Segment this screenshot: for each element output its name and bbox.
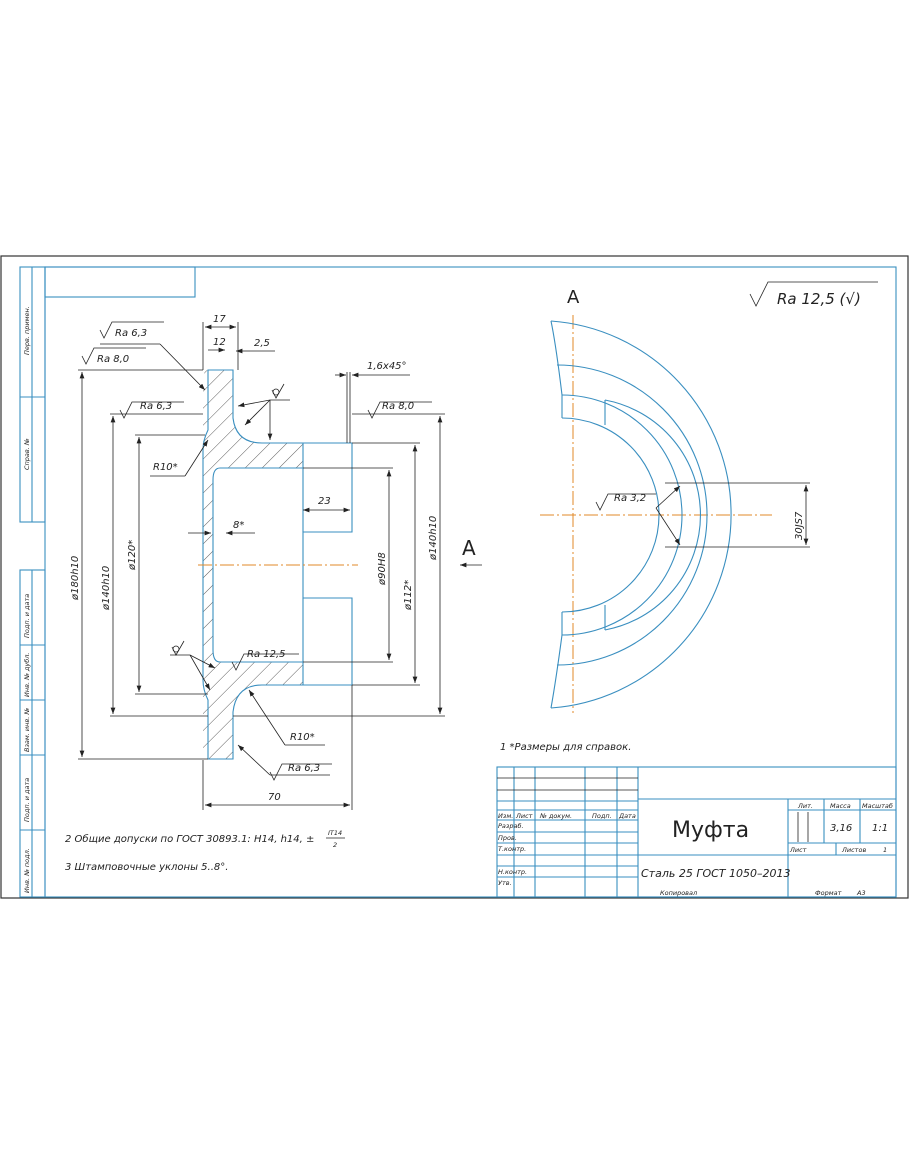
stamp-label: Справ. № (23, 438, 31, 470)
mass-value: 3,16 (830, 823, 852, 834)
stamp-label: Инв. № подл. (23, 848, 31, 893)
roughness-symbols: Ra 6,3 Ra 8,0 Ra 6,3 Ra 8,0 Ra 12,5 Ra 6… (81, 281, 878, 781)
view-arrow-label: A (462, 536, 476, 560)
scale-label: Масштаб (862, 802, 893, 810)
dim-r10: R10* (290, 732, 315, 743)
note-3: 3 Штамповочные уклоны 5..8°. (65, 862, 228, 873)
view-title: A (567, 287, 580, 308)
dim-chamfer: 1,6x45° (367, 361, 407, 372)
part-name: Муфта (672, 818, 749, 843)
dim-phi90: ø90H8 (377, 552, 388, 586)
roughness-label: Ra 6,3 (288, 763, 320, 774)
section-view (198, 369, 358, 760)
role-label: Разраб. (498, 822, 524, 830)
sheets-value: 1 (883, 846, 887, 854)
material: Сталь 25 ГОСТ 1050–2013 (641, 867, 791, 880)
note-1: 1 *Размеры для справок. (500, 742, 631, 753)
notes: 1 *Размеры для справок. 2 Общие допуски … (65, 742, 631, 873)
mass-label: Масса (830, 802, 851, 810)
sheet-label: Лист (789, 846, 807, 854)
header-cell: № докум. (539, 812, 572, 820)
side-stamp: Перв. примен. Справ. № Подп. и дата Инв.… (19, 266, 46, 898)
dimension-lines (78, 322, 482, 810)
header-cell: Подп. (592, 812, 612, 820)
dim-8: 8* (233, 520, 244, 531)
stamp-label: Подп. и дата (23, 778, 31, 822)
roughness-label: Ra 8,0 (382, 401, 414, 412)
fraction-numerator: IT14 (328, 829, 342, 837)
roughness-label: Ra 3,2 (614, 493, 646, 504)
view-a: A 30JS7 (540, 287, 810, 713)
dim-phi140: ø140h10 (101, 566, 112, 611)
dim-23: 23 (318, 496, 331, 507)
header-cell: Дата (618, 812, 636, 820)
format-value: А3 (856, 889, 866, 897)
dim-17: 17 (213, 314, 226, 325)
dim-r10: R10* (153, 462, 178, 473)
top-left-box (44, 266, 196, 298)
lit-label: Лит. (797, 802, 813, 810)
dim-slot: 30JS7 (794, 511, 805, 540)
role-label: Пров. (498, 834, 517, 842)
roughness-label: Ra 6,3 (140, 401, 172, 412)
note-2: 2 Общие допуски по ГОСТ 30893.1: H14, h1… (65, 833, 314, 845)
format-label: Формат (815, 889, 842, 897)
stamp-label: Перв. примен. (23, 306, 31, 355)
dim-70: 70 (268, 792, 281, 803)
stamp-label: Инв. № дубл. (23, 653, 31, 697)
header-cell: Лист (515, 812, 533, 820)
copied-label: Копировал (660, 889, 697, 897)
roughness-label: Ra 12,5 (247, 649, 286, 660)
roughness-label: Ra 6,3 (115, 328, 147, 339)
dim-phi112: ø112* (403, 580, 414, 611)
dim-phi120: ø120* (127, 540, 138, 571)
stamp-label: Подп. и дата (23, 594, 31, 638)
dim-2-5: 2,5 (254, 338, 270, 349)
scale-value: 1:1 (872, 823, 888, 834)
title-block: Изм. Лист № докум. Подп. Дата Разраб. Пр… (496, 766, 897, 898)
header-cell: Изм. (498, 812, 513, 820)
role-label: Утв. (498, 879, 512, 887)
dim-12: 12 (213, 337, 226, 348)
fraction-denominator: 2 (333, 841, 337, 849)
roughness-label: Ra 8,0 (97, 354, 129, 365)
role-label: Т.контр. (498, 845, 526, 853)
dimension-texts: 17 12 2,5 1,6x45° R10* R10* 8* 23 70 ø18… (70, 314, 476, 803)
role-label: Н.контр. (498, 868, 527, 876)
dim-phi140: ø140h10 (428, 516, 439, 561)
frame (44, 266, 897, 898)
sheets-label: Листов (841, 846, 866, 854)
dim-phi180: ø180h10 (70, 556, 81, 601)
sheet-border (0, 255, 909, 899)
general-roughness: Ra 12,5 (√) (777, 290, 861, 308)
stamp-label: Взам. инв. № (23, 708, 31, 752)
